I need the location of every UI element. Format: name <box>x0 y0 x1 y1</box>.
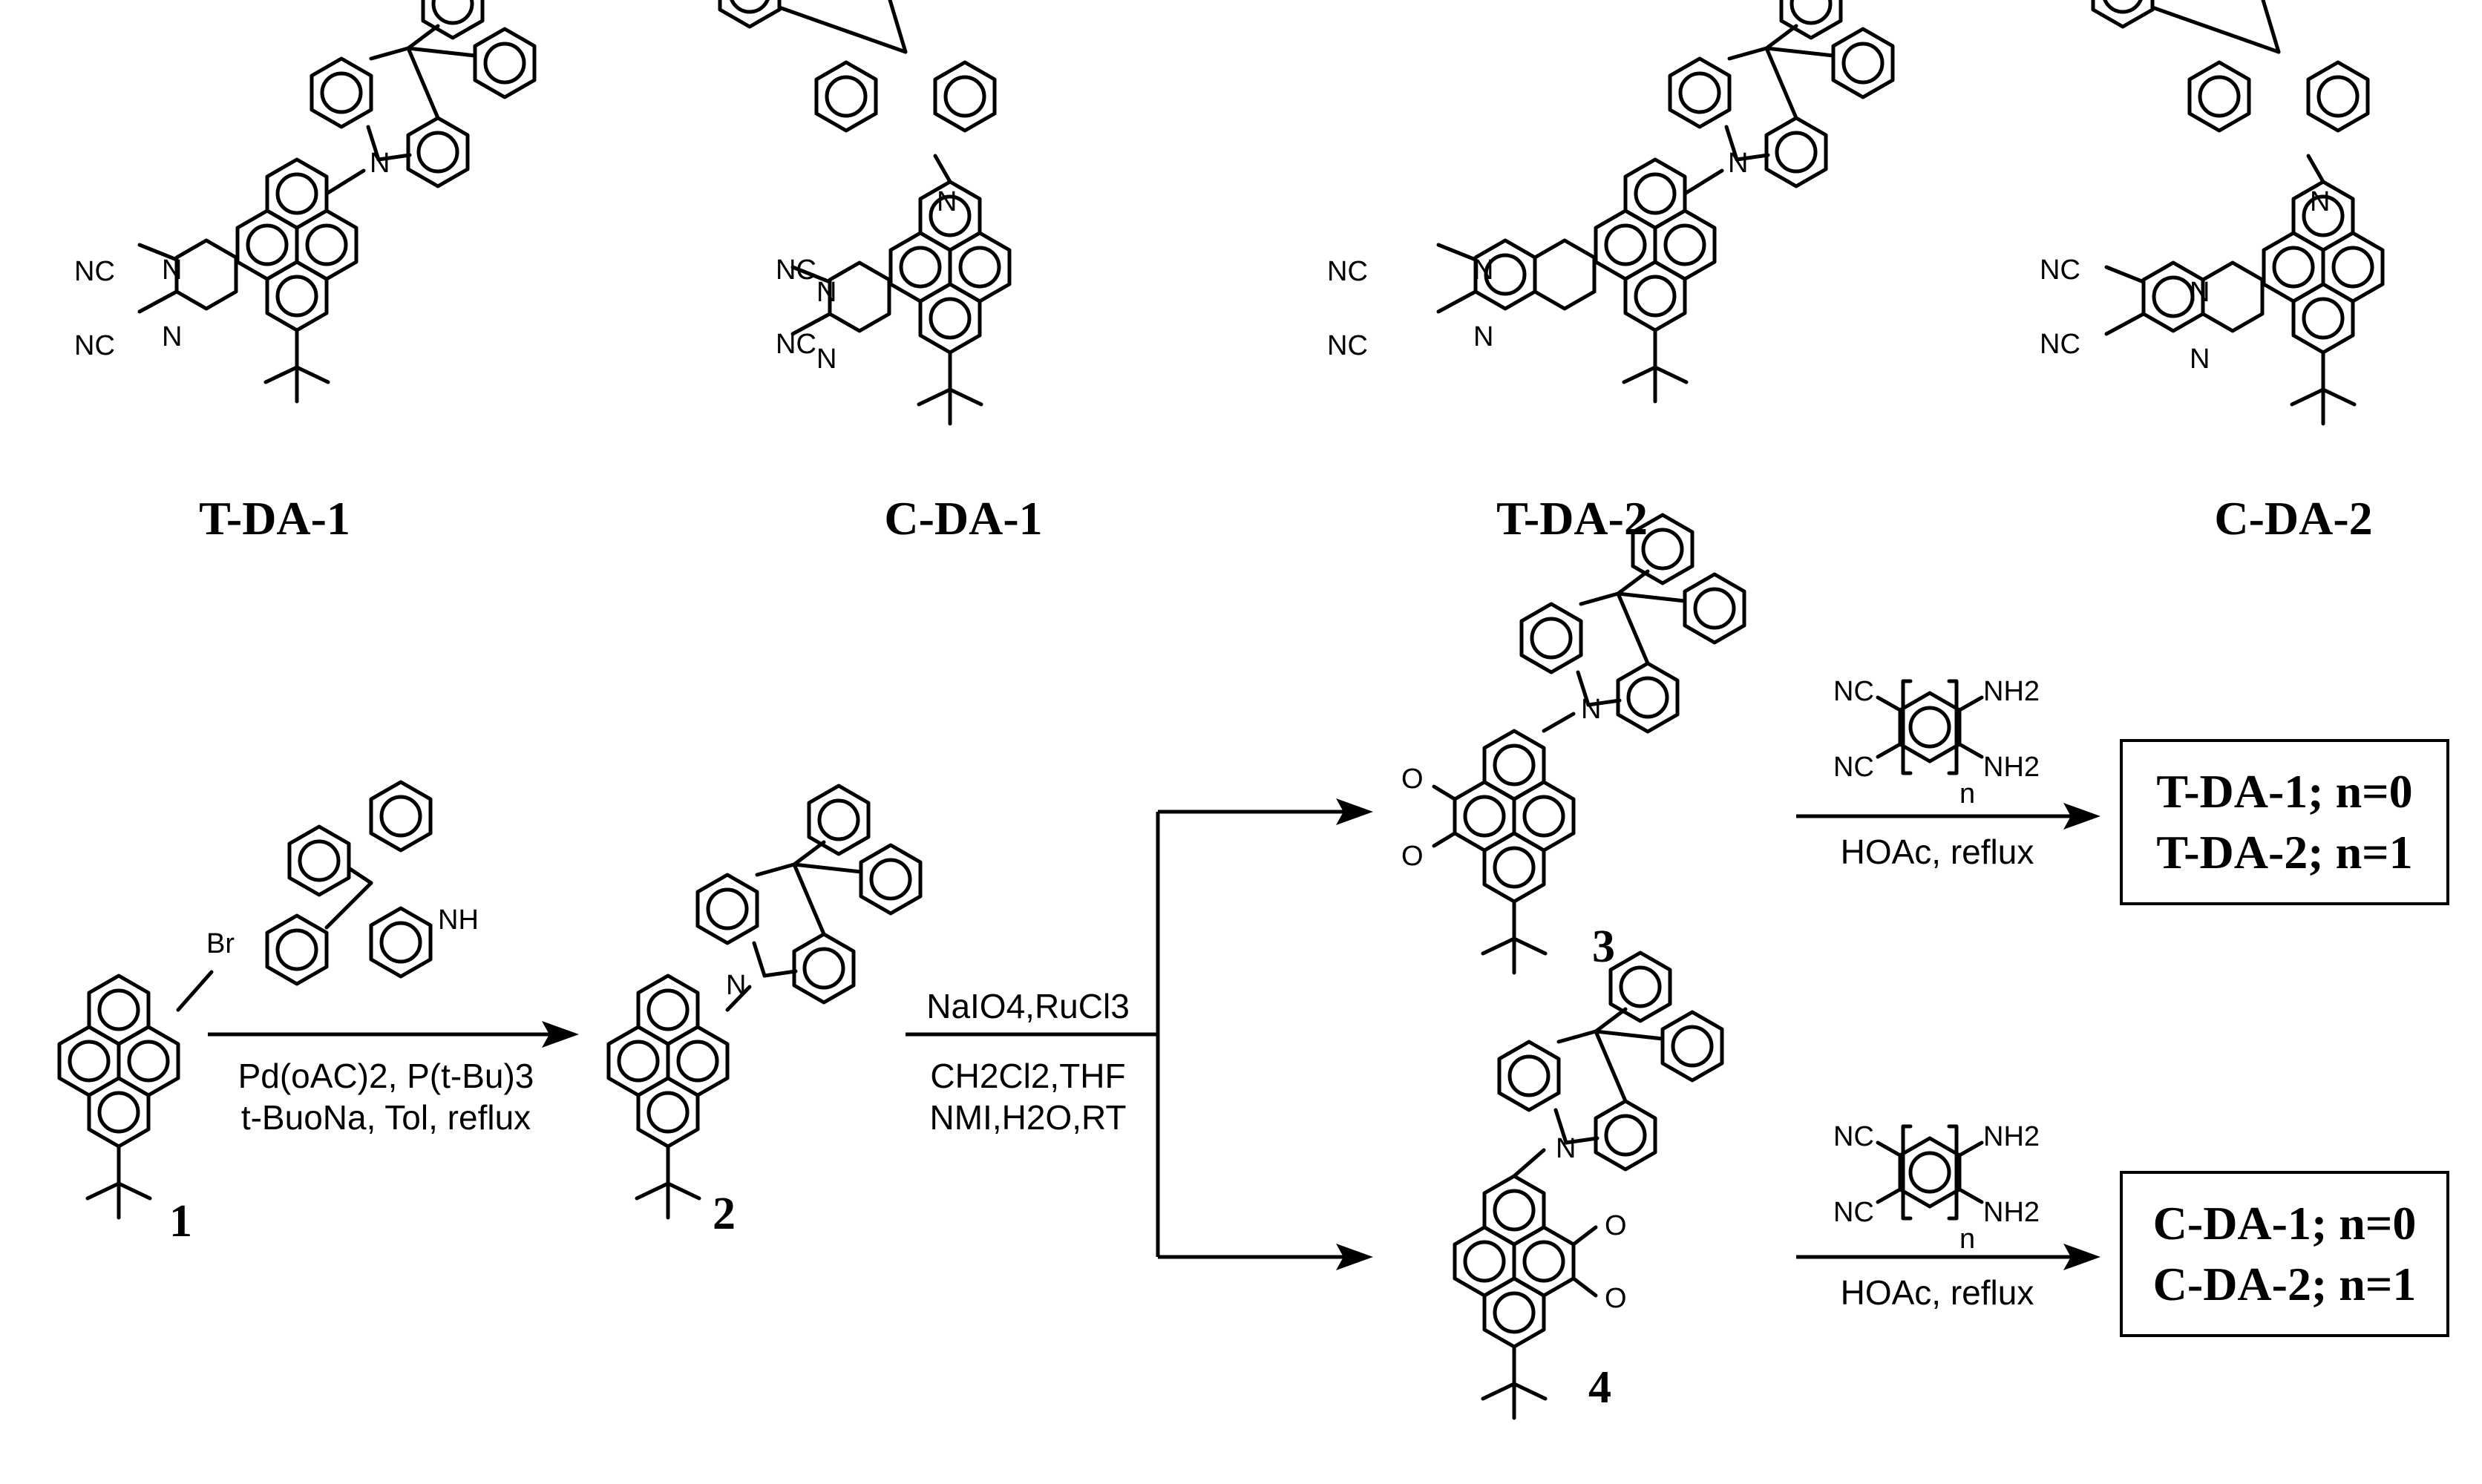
cda1-nitrile1: NC <box>776 255 816 286</box>
product-top-line1: T-DA-1; n=0 <box>2156 765 2412 818</box>
diamine-bottom-nitrile2: NC <box>1833 1197 1874 1228</box>
structure-tda2 <box>1436 0 1893 401</box>
cda2-n1: N <box>2190 277 2210 308</box>
arrow-step3-top <box>1796 803 2100 830</box>
tda2-nitrile2: NC <box>1327 330 1368 361</box>
cda1-n1: N <box>816 277 836 308</box>
tda1-nitrile1: NC <box>74 256 115 287</box>
condition-step3-top: HOAc, reflux <box>1841 833 2034 871</box>
tda2-n2: N <box>1473 321 1493 352</box>
arrow-step3-bottom <box>1796 1244 2100 1270</box>
compound4-oxygen1: O <box>1605 1210 1627 1241</box>
cda1-nitrile2: NC <box>776 329 816 360</box>
diamine-bottom-amino2: NH2 <box>1983 1197 2040 1228</box>
structure-diamine-bottom <box>1876 1124 1984 1221</box>
tda2-acridan-n: N <box>1728 148 1748 179</box>
structure-compound-2 <box>609 786 920 1218</box>
diamine-bottom-repeat: n <box>1959 1224 1975 1255</box>
diamine-bottom-nitrile1: NC <box>1833 1121 1874 1152</box>
compound4-oxygen2: O <box>1605 1283 1627 1314</box>
tda1-acridan-n: N <box>370 148 390 179</box>
tda1-n1: N <box>162 255 182 286</box>
compound2-acridan-n: N <box>726 970 746 1001</box>
structure-diamine-top <box>1876 679 1984 775</box>
diamine-top-amino2: NH2 <box>1983 752 2040 783</box>
label-tda2: T-DA-2 <box>1496 492 1648 545</box>
tda2-nitrile1: NC <box>1327 256 1368 287</box>
product-top-line2: T-DA-2; n=1 <box>2156 826 2412 879</box>
diamine-top-amino1: NH2 <box>1983 676 2040 707</box>
structure-tda1 <box>137 0 534 401</box>
tda2-n1: N <box>1473 255 1493 286</box>
compound1-bromine: Br <box>206 928 235 959</box>
structure-compound-1 <box>59 970 214 1218</box>
product-box-bottom: C-DA-1; n=0 C-DA-2; n=1 <box>2120 1171 2449 1337</box>
structure-compound-4 <box>1455 953 1722 1418</box>
number-compound-1: 1 <box>169 1196 192 1247</box>
reagent-amine: NH <box>438 904 479 936</box>
diamine-top-repeat: n <box>1959 778 1975 810</box>
label-cda2: C-DA-2 <box>2214 492 2372 545</box>
product-box-top: T-DA-1; n=0 T-DA-2; n=1 <box>2120 739 2449 905</box>
condition-step2-line2: CH2Cl2,THF <box>930 1057 1125 1095</box>
arrow-step2 <box>906 798 1373 1270</box>
cda2-nitrile2: NC <box>2040 329 2080 360</box>
number-compound-4: 4 <box>1588 1362 1611 1413</box>
condition-step1-line1: Pd(oAC)2, P(t-Bu)3 <box>238 1057 534 1095</box>
diamine-bottom-amino1: NH2 <box>1983 1121 2040 1152</box>
cda1-n2: N <box>816 344 836 375</box>
structure-compound-3 <box>1432 515 1744 973</box>
condition-step2-line1: NaIO4,RuCl3 <box>926 987 1130 1025</box>
structure-cda1 <box>720 0 1009 424</box>
cda2-nitrile1: NC <box>2040 255 2080 286</box>
tda1-n2: N <box>162 321 182 352</box>
number-compound-3: 3 <box>1592 922 1615 972</box>
tda1-nitrile2: NC <box>74 330 115 361</box>
label-tda1: T-DA-1 <box>199 492 350 545</box>
cda2-acridan-n: N <box>2310 186 2330 217</box>
arrow-step1 <box>208 1021 579 1048</box>
compound3-oxygen1: O <box>1401 764 1424 795</box>
compound3-oxygen2: O <box>1401 841 1424 872</box>
product-bottom-line1: C-DA-1; n=0 <box>2153 1197 2417 1250</box>
cda2-n2: N <box>2190 344 2210 375</box>
condition-step2-line3: NMI,H2O,RT <box>930 1098 1127 1137</box>
cda1-acridan-n: N <box>937 186 957 217</box>
label-cda1: C-DA-1 <box>884 492 1042 545</box>
condition-step1-line2: t-BuoNa, Tol, reflux <box>241 1098 531 1137</box>
number-compound-2: 2 <box>713 1189 736 1239</box>
diamine-top-nitrile2: NC <box>1833 752 1874 783</box>
diamine-top-nitrile1: NC <box>1833 676 1874 707</box>
product-bottom-line2: C-DA-2; n=1 <box>2153 1258 2417 1310</box>
structure-cda2 <box>2093 0 2383 424</box>
compound3-acridan-n: N <box>1581 694 1601 725</box>
structure-acridan-reagent <box>267 782 430 984</box>
compound4-acridan-n: N <box>1556 1133 1576 1164</box>
condition-step3-bottom: HOAc, reflux <box>1841 1273 2034 1312</box>
